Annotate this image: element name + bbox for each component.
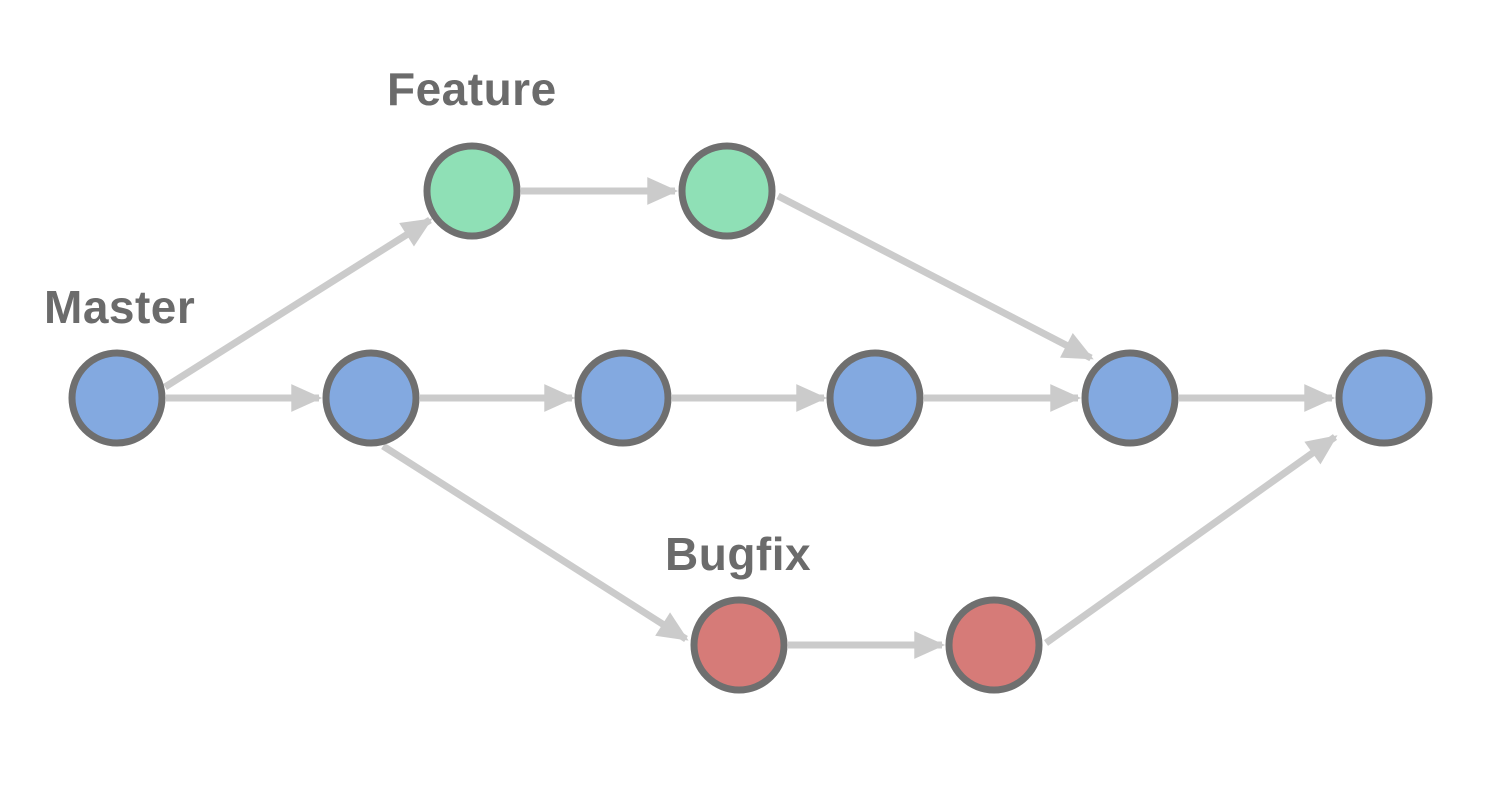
branch-label-feature: Feature	[387, 63, 557, 115]
commit-node-master-1	[68, 349, 166, 447]
commit-node-master-2	[322, 349, 420, 447]
commit-node-master-6	[1335, 349, 1433, 447]
commit-node-feature-1	[423, 142, 521, 240]
commit-node-master-4	[826, 349, 924, 447]
commit-node-master-5	[1081, 349, 1179, 447]
edge-branch-master-1-to-feature-1	[163, 217, 433, 390]
edge-branch-master-2-to-bugfix-1	[381, 443, 689, 642]
commit-node-bugfix-1	[690, 596, 788, 694]
edge-merge-bugfix-2-to-master-6	[1043, 434, 1338, 646]
branch-label-bugfix: Bugfix	[665, 528, 812, 580]
commit-node-feature-2	[678, 142, 776, 240]
branch-label-master: Master	[44, 281, 196, 333]
commit-node-master-3	[574, 349, 672, 447]
edge-merge-feature-2-to-master-5	[776, 192, 1094, 362]
commit-node-bugfix-2	[945, 596, 1043, 694]
